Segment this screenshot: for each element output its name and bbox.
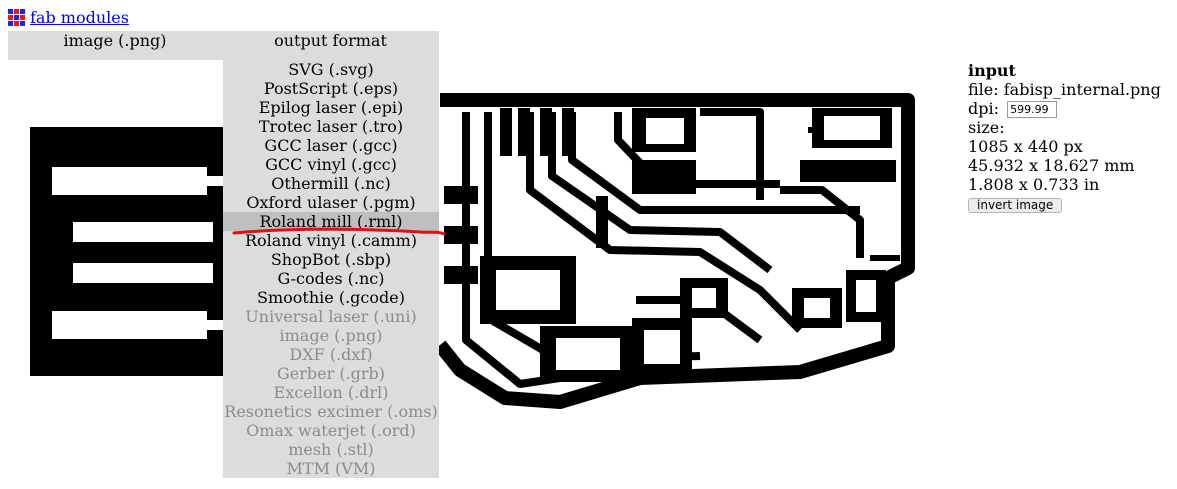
dpi-input[interactable] xyxy=(1007,101,1058,118)
format-option: Excellon (.drl) xyxy=(273,383,389,402)
format-option: DXF (.dxf) xyxy=(289,345,373,364)
output-format-dropdown: SVG (.svg)PostScript (.eps)Epilog laser … xyxy=(223,60,439,478)
header: fab modules xyxy=(8,6,129,28)
format-option[interactable]: Trotec laser (.tro) xyxy=(258,117,404,136)
format-option[interactable]: ShopBot (.sbp) xyxy=(270,250,392,269)
format-option[interactable]: PostScript (.eps) xyxy=(263,79,399,98)
format-option: Resonetics excimer (.oms) xyxy=(224,402,438,421)
file-value: fabisp_internal.png xyxy=(1003,80,1161,99)
invert-image-button[interactable]: invert image xyxy=(968,197,1063,213)
size-in: 1.808 x 0.733 in xyxy=(968,175,1100,194)
pcb-image xyxy=(30,93,915,409)
format-option[interactable]: GCC laser (.gcc) xyxy=(264,136,398,155)
format-option[interactable]: Roland vinyl (.camm) xyxy=(244,231,418,250)
output-format-menu[interactable]: output format xyxy=(274,31,387,50)
annotation-underline xyxy=(232,227,446,236)
menu-bar: image (.png) output format xyxy=(8,31,439,60)
format-option[interactable]: Othermill (.nc) xyxy=(271,174,391,193)
input-format-menu[interactable]: image (.png) xyxy=(63,31,167,50)
file-label: file: xyxy=(968,80,999,99)
format-option[interactable]: Roland mill (.rml) xyxy=(223,212,439,231)
format-option: MTM (VM) xyxy=(286,459,376,478)
size-label: size: xyxy=(968,118,1005,137)
format-option: Gerber (.grb) xyxy=(276,364,386,383)
format-option: Omax waterjet (.ord) xyxy=(246,421,416,440)
grid-logo-icon xyxy=(8,8,25,26)
app-title-link[interactable]: fab modules xyxy=(30,7,129,27)
format-option: image (.png) xyxy=(279,326,383,345)
format-option[interactable]: Oxford ulaser (.pgm) xyxy=(246,193,416,212)
format-option[interactable]: G-codes (.nc) xyxy=(277,269,385,288)
format-option[interactable]: GCC vinyl (.gcc) xyxy=(265,155,397,174)
format-option: Universal laser (.uni) xyxy=(245,307,417,326)
format-option: mesh (.stl) xyxy=(288,440,374,459)
format-option[interactable]: Smoothie (.gcode) xyxy=(257,288,405,307)
dpi-label: dpi: xyxy=(968,99,999,118)
format-option[interactable]: SVG (.svg) xyxy=(288,60,374,79)
file-row: file: fabisp_internal.png xyxy=(968,80,1161,99)
input-info-panel: input file: fabisp_internal.png dpi: siz… xyxy=(968,61,1161,213)
format-option[interactable]: Epilog laser (.epi) xyxy=(258,98,404,117)
dpi-row: dpi: xyxy=(968,99,1161,118)
size-mm: 45.932 x 18.627 mm xyxy=(968,156,1135,175)
size-px: 1085 x 440 px xyxy=(968,137,1083,156)
info-heading: input xyxy=(968,61,1016,80)
